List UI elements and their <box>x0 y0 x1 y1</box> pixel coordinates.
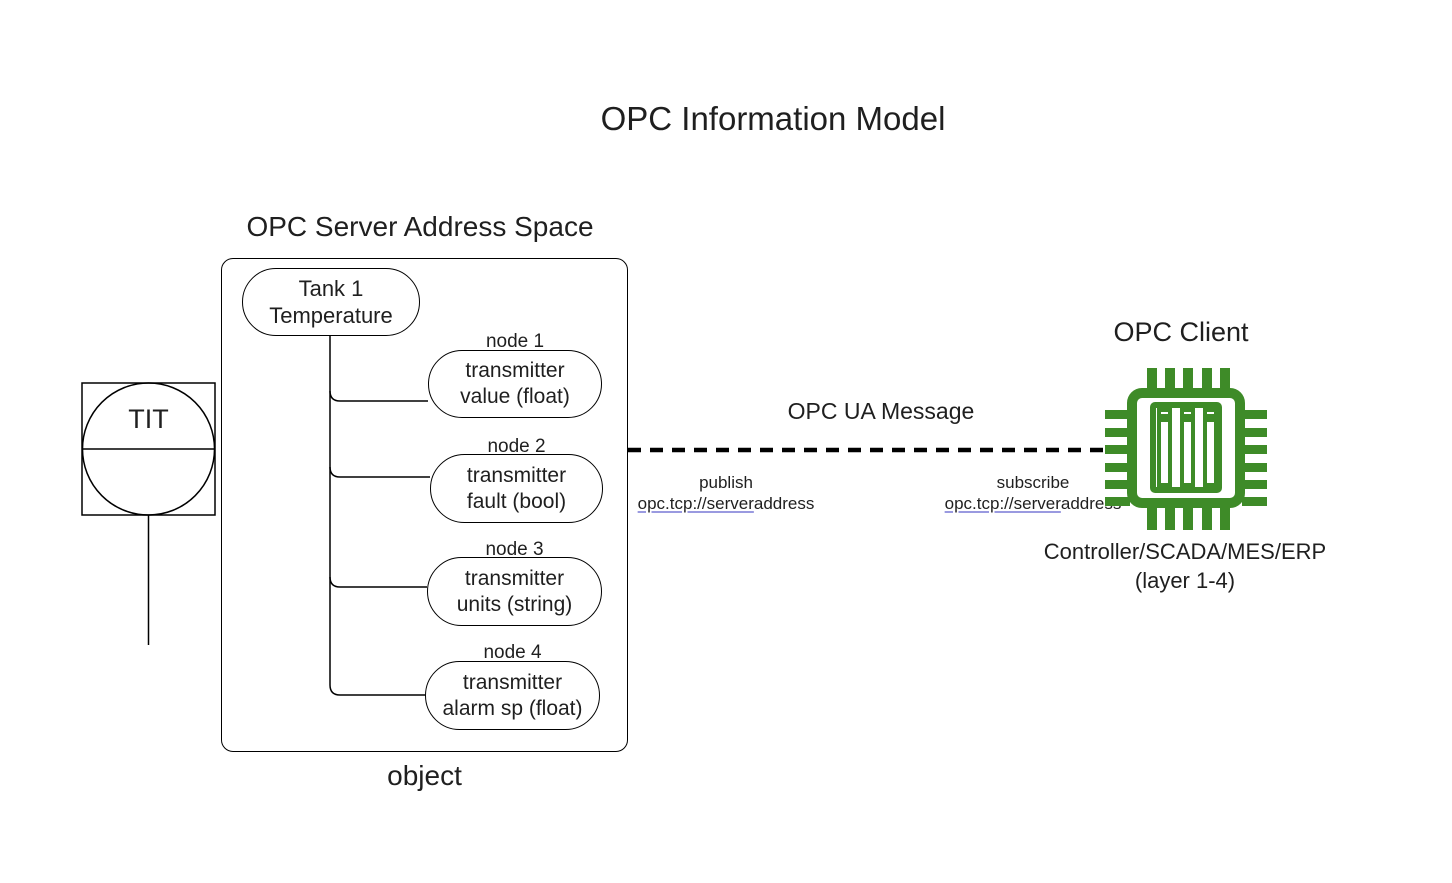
instrument-tag-label: TIT <box>128 404 169 434</box>
opc-client-heading: OPC Client <box>1113 317 1249 347</box>
server-address-space-heading: OPC Server Address Space <box>246 211 594 242</box>
publish-url-link[interactable]: opc.tcp://server <box>637 494 754 513</box>
node3-line1: transmitter <box>464 566 565 590</box>
publish-url: opc.tcp://serveraddress <box>616 493 836 514</box>
subscribe-url-link[interactable]: opc.tcp://server <box>944 494 1061 513</box>
object-caption: object <box>387 760 462 791</box>
chip-top-pins <box>1147 368 1230 393</box>
chip-core-bars <box>1157 408 1218 487</box>
node3-transmitter-units: transmitter units (string) <box>427 557 602 626</box>
root-node-tank1-temperature: Tank 1 Temperature <box>242 268 420 336</box>
opc-ua-message-label: OPC UA Message <box>787 398 975 424</box>
node1-transmitter-value: transmitter value (float) <box>428 350 602 418</box>
node2-line1: transmitter <box>466 463 567 487</box>
chip-left-pins <box>1105 410 1130 506</box>
root-node-line1: Tank 1 <box>298 276 364 301</box>
chip-bottom-pins <box>1147 505 1230 530</box>
node2-line2: fault (bool) <box>466 489 567 513</box>
chip-core <box>1150 402 1222 493</box>
node2-label: node 2 <box>487 436 546 457</box>
node1-line2: value (float) <box>460 385 570 408</box>
client-caption-line1: Controller/SCADA/MES/ERP <box>1043 539 1327 564</box>
root-node-line2: Temperature <box>269 303 393 328</box>
node4-line1: transmitter <box>462 670 563 694</box>
subscribe-action-label: subscribe <box>996 473 1070 492</box>
client-caption: Controller/SCADA/MES/ERP (layer 1-4) <box>1035 537 1335 595</box>
node1-line1: transmitter <box>465 359 565 382</box>
node3-line2: units (string) <box>456 592 573 616</box>
node4-transmitter-alarm-sp: transmitter alarm sp (float) <box>425 661 600 730</box>
node4-line2: alarm sp (float) <box>442 696 583 720</box>
client-caption-line2: (layer 1-4) <box>1134 568 1236 593</box>
publish-block: publish opc.tcp://serveraddress <box>616 472 836 514</box>
node4-label: node 4 <box>483 642 542 663</box>
tit-instrument-symbol: TIT <box>81 382 216 645</box>
publish-url-rest: address <box>753 494 815 513</box>
node2-transmitter-fault: transmitter fault (bool) <box>430 454 603 523</box>
node3-label: node 3 <box>485 539 544 560</box>
node1-label: node 1 <box>485 331 545 352</box>
publish-action-label: publish <box>699 473 753 492</box>
page-title: OPC Information Model <box>600 100 946 137</box>
chip-right-pins <box>1242 410 1267 506</box>
chip-icon <box>1105 368 1267 530</box>
